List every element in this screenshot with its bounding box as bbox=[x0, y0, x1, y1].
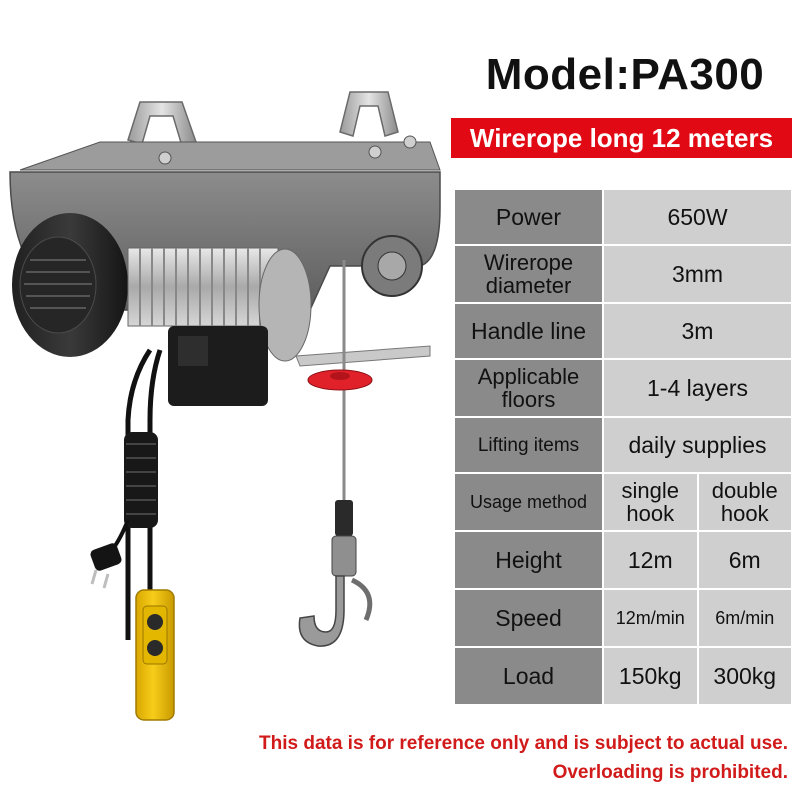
spec-value-single: single hook bbox=[602, 472, 699, 532]
spec-value: 3m bbox=[602, 302, 793, 360]
remote-up-button bbox=[147, 614, 163, 630]
mounting-bracket-left bbox=[127, 101, 197, 147]
spec-value: 650W bbox=[602, 188, 793, 246]
spec-row-speed: Speed 12m/min 6m/min bbox=[453, 588, 793, 648]
spec-value-single: 150kg bbox=[602, 646, 699, 706]
spec-value-double: double hook bbox=[696, 472, 793, 532]
power-plug bbox=[90, 519, 130, 589]
model-title: Model:PA300 bbox=[485, 50, 765, 99]
spec-label: Height bbox=[453, 530, 604, 590]
pendant-remote bbox=[135, 589, 175, 721]
control-box bbox=[168, 326, 268, 406]
wirerope-length-banner: Wirerope long 12 meters bbox=[451, 118, 792, 158]
spec-row-wirerope-diameter: Wirerope diameter 3mm bbox=[453, 244, 793, 304]
spec-value-single: 12m/min bbox=[602, 588, 699, 648]
spec-value-double: 6m/min bbox=[696, 588, 793, 648]
lifting-hook bbox=[298, 500, 373, 647]
mounting-bracket-right bbox=[339, 91, 399, 137]
spec-value-single: 12m bbox=[602, 530, 699, 590]
remote-down-button bbox=[147, 640, 163, 656]
spec-row-load: Load 150kg 300kg bbox=[453, 646, 793, 706]
spec-value: 1-4 layers bbox=[602, 358, 793, 418]
hoist-product-image bbox=[9, 91, 441, 721]
spec-label: Usage method bbox=[453, 472, 604, 532]
spec-value-double: 300kg bbox=[696, 646, 793, 706]
spec-label: Handle line bbox=[453, 302, 604, 360]
spec-table: Power 650W Wirerope diameter 3mm Handle … bbox=[453, 188, 793, 706]
spec-row-handle-line: Handle line 3m bbox=[453, 302, 793, 360]
spec-label: Wirerope diameter bbox=[453, 244, 604, 304]
spec-label: Applicable floors bbox=[453, 358, 604, 418]
spec-row-height: Height 12m 6m bbox=[453, 530, 793, 590]
overload-warning: Overloading is prohibited. bbox=[552, 762, 788, 783]
motor bbox=[12, 213, 128, 357]
spec-row-power: Power 650W bbox=[453, 188, 793, 246]
spec-value: daily supplies bbox=[602, 416, 793, 474]
spec-value: 3mm bbox=[602, 244, 793, 304]
spec-label: Power bbox=[453, 188, 604, 246]
spec-label: Lifting items bbox=[453, 416, 604, 474]
cable-coil bbox=[124, 432, 158, 528]
rope-stopper bbox=[307, 369, 373, 391]
spec-label: Load bbox=[453, 646, 604, 706]
spec-value-double: 6m bbox=[696, 530, 793, 590]
spec-label: Speed bbox=[453, 588, 604, 648]
spec-row-lifting-items: Lifting items daily supplies bbox=[453, 416, 793, 474]
reference-note: This data is for reference only and is s… bbox=[259, 733, 788, 754]
spec-row-applicable-floors: Applicable floors 1-4 layers bbox=[453, 358, 793, 418]
spec-row-usage-method: Usage method single hook double hook bbox=[453, 472, 793, 532]
